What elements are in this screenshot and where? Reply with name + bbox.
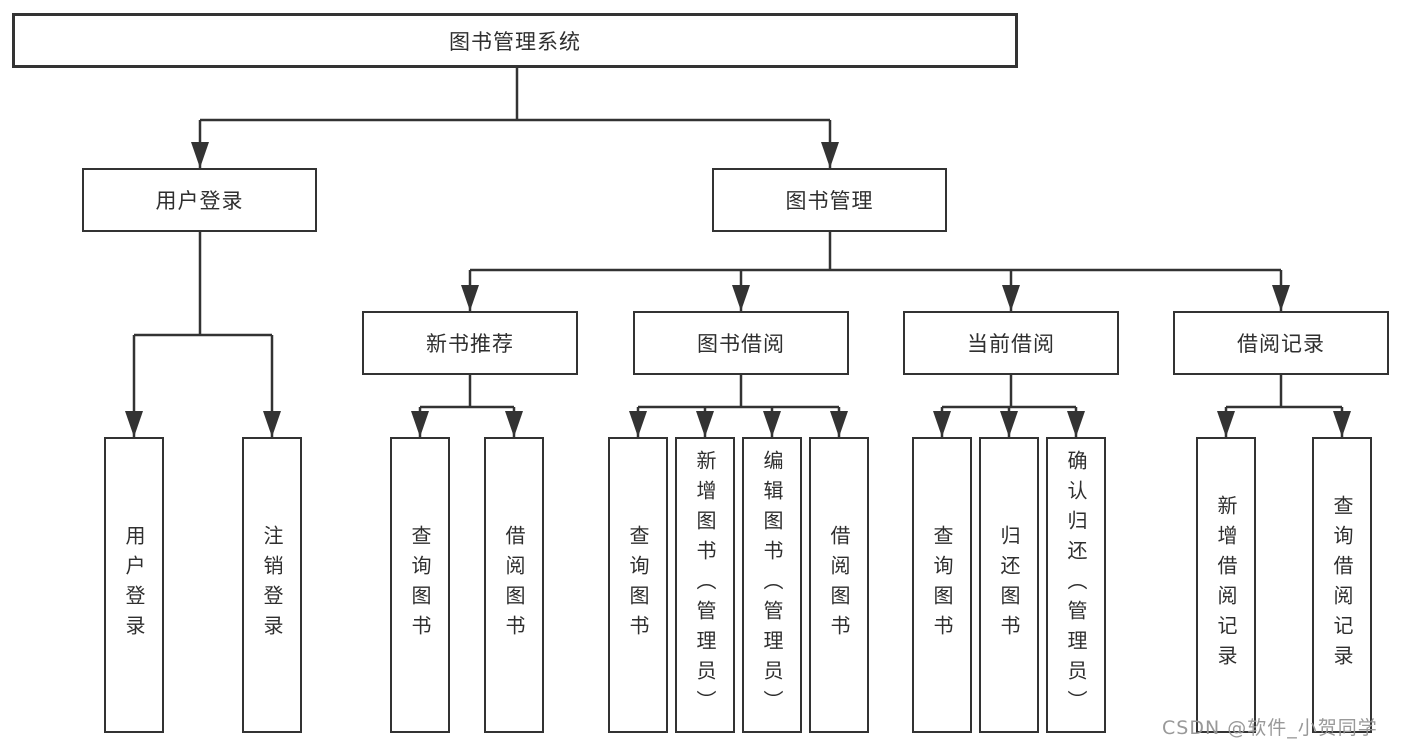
leaf-user-login: 用户登录 <box>104 437 164 733</box>
node-library-management-system: 图书管理系统 <box>12 13 1018 68</box>
node-borrow-records: 借阅记录 <box>1173 311 1389 375</box>
leaf-query-books-borrow: 查询图书 <box>608 437 668 733</box>
leaf-query-books-current: 查询图书 <box>912 437 972 733</box>
node-user-login: 用户登录 <box>82 168 317 232</box>
leaf-query-borrow-record: 查询借阅记录 <box>1312 437 1372 733</box>
leaf-logout: 注销登录 <box>242 437 302 733</box>
leaf-add-borrow-record: 新增借阅记录 <box>1196 437 1256 733</box>
leaf-edit-books-admin: 编辑图书（管理员） <box>742 437 802 733</box>
node-current-borrow: 当前借阅 <box>903 311 1119 375</box>
csdn-watermark: CSDN @软件_小贺同学 <box>1162 717 1378 739</box>
leaf-confirm-return-admin: 确认归还（管理员） <box>1046 437 1106 733</box>
node-book-management: 图书管理 <box>712 168 947 232</box>
leaf-borrow-books: 借阅图书 <box>809 437 869 733</box>
node-book-borrow: 图书借阅 <box>633 311 849 375</box>
leaf-return-books: 归还图书 <box>979 437 1039 733</box>
leaf-add-books-admin: 新增图书（管理员） <box>675 437 735 733</box>
node-new-book-recommend: 新书推荐 <box>362 311 578 375</box>
leaf-query-books-recommend: 查询图书 <box>390 437 450 733</box>
leaf-borrow-books-recommend: 借阅图书 <box>484 437 544 733</box>
